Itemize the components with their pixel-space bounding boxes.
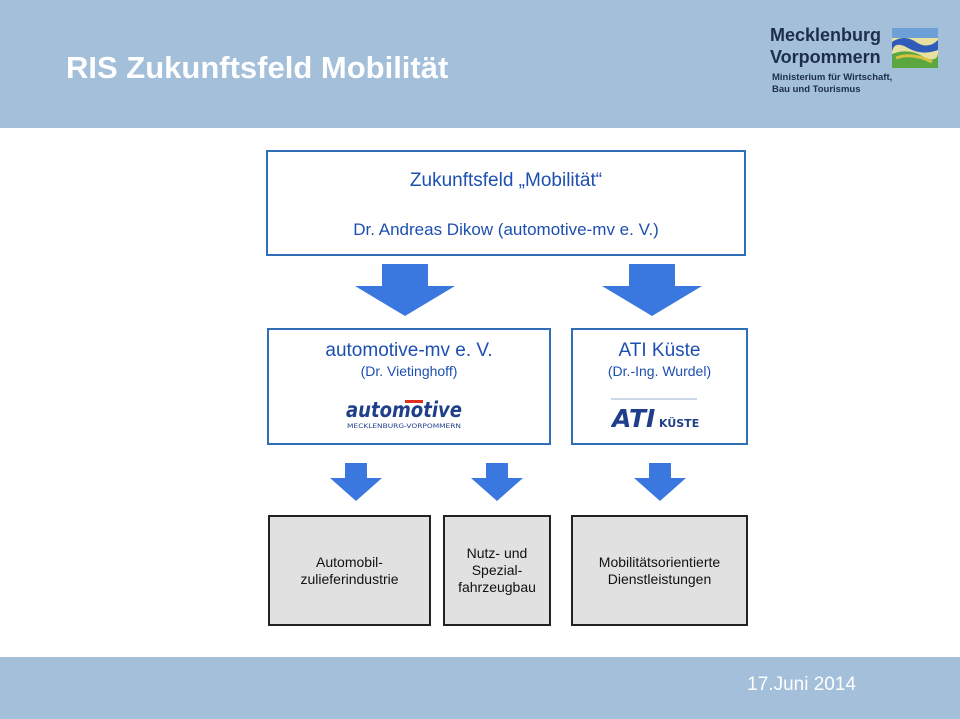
ati-kueste-title: ATI Küste bbox=[618, 340, 701, 361]
field-line: Dienstleistungen bbox=[607, 570, 712, 587]
ministry-logo: Mecklenburg Vorpommern Ministerium für W… bbox=[770, 24, 950, 104]
automotive-logo: automotive MECKLENBURG-VORPOMMERN bbox=[346, 398, 462, 430]
logo-subtitle: Ministerium für Wirtschaft, Bau und Tour… bbox=[772, 72, 892, 96]
down-arrow-icon bbox=[330, 463, 382, 501]
automotive-mv-box: automotive-mv e. V. (Dr. Vietinghoff) au… bbox=[267, 328, 551, 445]
ati-logo-word: ATI bbox=[611, 404, 655, 430]
field-line: Spezial- bbox=[471, 562, 523, 578]
presentation-date: 17.Juni 2014 bbox=[747, 674, 856, 695]
down-arrow-icon bbox=[355, 264, 455, 316]
header-band bbox=[0, 0, 960, 128]
field-box-automotive-suppliers: Automobil- zulieferindustrie bbox=[268, 515, 431, 626]
field-line: Nutz- und bbox=[466, 545, 528, 561]
down-arrow-icon bbox=[634, 463, 686, 501]
field-box-mobility-services: Mobilitätsorientierte Dienstleistungen bbox=[571, 515, 748, 626]
logo-line-1: Mecklenburg bbox=[770, 25, 882, 45]
logo-name: Mecklenburg Vorpommern bbox=[770, 24, 881, 68]
footer-band bbox=[0, 657, 960, 719]
future-field-title: Zukunftsfeld „Mobilität“ bbox=[409, 170, 603, 191]
logo-sub-1: Ministerium für Wirtschaft, bbox=[772, 72, 893, 83]
automotive-logo-word: automotive bbox=[346, 398, 462, 422]
future-field-lead: Dr. Andreas Dikow (automotive-mv e. V.) bbox=[353, 220, 659, 239]
ati-kueste-box: ATI Küste (Dr.-Ing. Wurdel) ATI KÜSTE bbox=[571, 328, 748, 445]
field-line: Mobilitätsorientierte bbox=[598, 553, 721, 570]
automotive-logo-sub: MECKLENBURG-VORPOMMERN bbox=[347, 422, 461, 430]
slide-title: RIS Zukunftsfeld Mobilität bbox=[66, 50, 449, 85]
ati-logo-sub: KÜSTE bbox=[659, 416, 699, 430]
field-line: fahrzeugbau bbox=[458, 579, 536, 595]
lead-organization-box: Zukunftsfeld „Mobilität“ Dr. Andreas Dik… bbox=[266, 150, 746, 256]
flag-icon bbox=[892, 28, 938, 68]
field-line: Automobil- bbox=[316, 553, 383, 570]
automotive-mv-contact: (Dr. Vietinghoff) bbox=[360, 363, 458, 379]
field-line: zulieferindustrie bbox=[300, 570, 399, 587]
ati-logo: ATI KÜSTE bbox=[611, 398, 699, 430]
logo-sub-2: Bau und Tourismus bbox=[772, 84, 861, 95]
down-arrow-icon bbox=[471, 463, 523, 501]
field-box-commercial-vehicles: Nutz- und Spezial- fahrzeugbau bbox=[443, 515, 551, 626]
ati-kueste-contact: (Dr.-Ing. Wurdel) bbox=[607, 363, 712, 379]
automotive-mv-title: automotive-mv e. V. bbox=[325, 340, 493, 361]
down-arrow-icon bbox=[602, 264, 702, 316]
logo-line-2: Vorpommern bbox=[770, 47, 881, 67]
